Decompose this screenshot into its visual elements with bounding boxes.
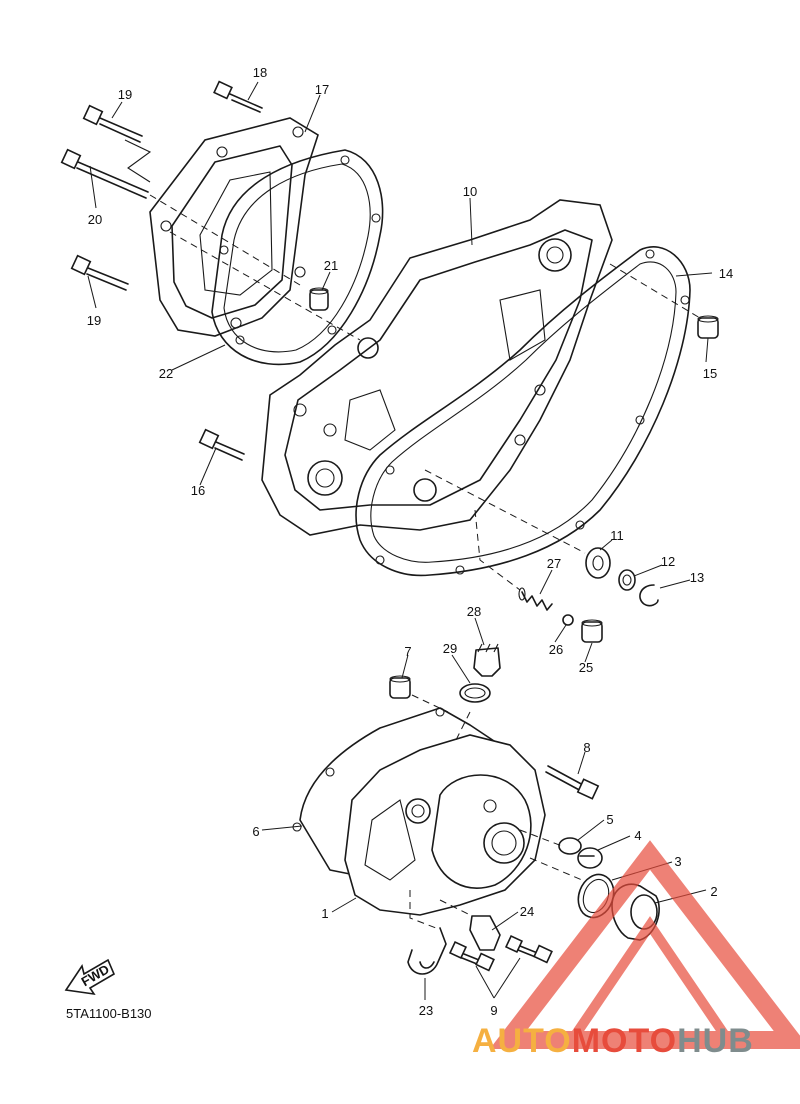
washer-12 — [618, 569, 636, 591]
clutch-cover — [149, 117, 319, 337]
callout-26: 26 — [549, 642, 563, 657]
callout-19-lower: 19 — [87, 313, 101, 328]
callout-28: 28 — [467, 604, 481, 619]
bolt-16 — [198, 428, 245, 461]
callout-8: 8 — [583, 740, 590, 755]
callout-12: 12 — [661, 554, 675, 569]
callout-1: 1 — [321, 906, 328, 921]
callout-9: 9 — [490, 1003, 497, 1018]
circlip-13 — [639, 584, 659, 607]
lower-cover — [344, 734, 546, 916]
bolt-18 — [213, 80, 263, 113]
dowel-pin-7 — [389, 675, 411, 699]
callout-5: 5 — [606, 812, 613, 827]
oil-pump-drive-gear-28 — [473, 643, 501, 677]
callout-29: 29 — [443, 641, 457, 656]
fwd-arrow-icon: FWD — [64, 958, 116, 996]
clamp-23 — [407, 927, 447, 975]
callout-23: 23 — [419, 1003, 433, 1018]
watermark-logo: AUTOMOTOHUB — [472, 840, 800, 1060]
callout-24: 24 — [520, 904, 534, 919]
crankcase-cover — [261, 199, 613, 536]
callout-22: 22 — [159, 366, 173, 381]
spring-27 — [518, 587, 553, 611]
bolt-19-upper — [82, 104, 143, 143]
callout-19-upper: 19 — [118, 87, 132, 102]
clutch-cover-gasket — [211, 149, 384, 366]
watermark-text: AUTOMOTOHUB — [472, 1022, 754, 1060]
bolt-9-right — [504, 934, 553, 964]
diagram-code: 5TA1100-B130 — [66, 1006, 152, 1021]
oil-seal-11 — [585, 547, 611, 579]
plug-4 — [577, 847, 603, 869]
callout-16: 16 — [191, 483, 205, 498]
callout-labels: 1 2 3 4 5 6 7 8 9 10 11 12 13 14 15 16 1… — [87, 65, 733, 1018]
bolt-8 — [545, 765, 600, 800]
callout-21: 21 — [324, 258, 338, 273]
watermark-moto: MOTO — [572, 1022, 677, 1060]
callout-25: 25 — [579, 660, 593, 675]
o-ring-29 — [459, 683, 491, 703]
callout-27: 27 — [547, 556, 561, 571]
watermark-auto: AUTO — [472, 1022, 572, 1060]
collar-25 — [581, 619, 603, 643]
o-ring-5 — [558, 837, 582, 855]
callout-15: 15 — [703, 366, 717, 381]
crankcase-cover-gasket — [355, 246, 691, 577]
callout-6: 6 — [252, 824, 259, 839]
callout-11: 11 — [610, 528, 624, 543]
watermark-triangle-icon — [489, 840, 800, 1049]
dowel-pin-15 — [697, 315, 719, 339]
callout-4: 4 — [634, 828, 641, 843]
bolt-9-left — [448, 940, 495, 972]
assembly-lines — [124, 139, 701, 929]
ball-26 — [562, 614, 574, 626]
callout-20: 20 — [88, 212, 102, 227]
callout-13: 13 — [690, 570, 704, 585]
callout-7: 7 — [404, 644, 411, 659]
callout-14: 14 — [719, 266, 733, 281]
dowel-pin-21 — [309, 287, 329, 311]
bolt-19-lower — [70, 254, 129, 291]
callout-17: 17 — [315, 82, 329, 97]
bracket-24 — [469, 915, 501, 951]
callout-18: 18 — [253, 65, 267, 80]
bolt-20 — [60, 148, 149, 199]
callout-10: 10 — [463, 184, 477, 199]
watermark-hub: HUB — [677, 1022, 754, 1060]
callout-2: 2 — [710, 884, 717, 899]
callout-3: 3 — [674, 854, 681, 869]
